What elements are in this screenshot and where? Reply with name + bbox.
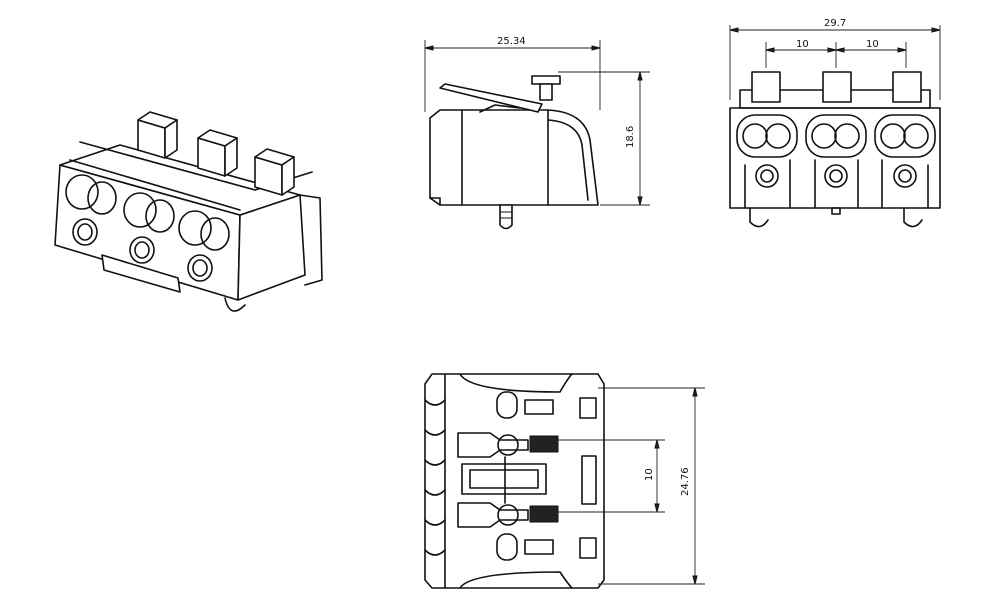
- iso-button-3: [254, 148, 295, 196]
- side-view: [429, 75, 599, 230]
- front-view: [729, 71, 941, 228]
- dim-front-pitch-right: 10: [866, 39, 879, 50]
- bottom-dimensions: 24.76 10: [558, 387, 705, 585]
- isometric-view: [54, 111, 323, 312]
- bottom-view: [424, 373, 605, 589]
- dim-side-height: 18.6: [625, 126, 636, 148]
- dim-bottom-height: 24.76: [680, 467, 691, 496]
- dim-side-width: 25.34: [497, 36, 526, 47]
- side-dimensions: 25.34 18.6: [424, 36, 650, 206]
- dim-bottom-pitch: 10: [644, 468, 655, 481]
- iso-button-1: [137, 111, 178, 159]
- dim-front-width: 29.7: [824, 18, 846, 29]
- iso-button-2: [197, 129, 238, 177]
- front-dimensions: 29.7 10 10: [729, 18, 941, 100]
- dim-front-pitch-left: 10: [796, 39, 809, 50]
